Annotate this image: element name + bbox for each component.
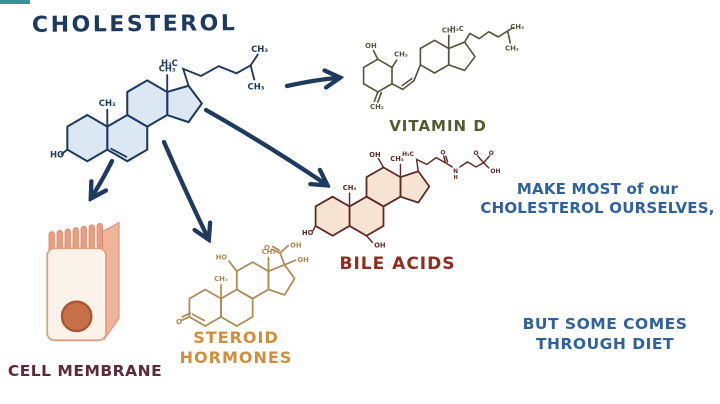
annotation-make-most-line2: CHOLESTEROL OURSELVES,	[480, 198, 715, 217]
atom-label-ch3: CH₃	[442, 27, 456, 35]
bile-acids-structure: HO OH OH CH₃ CH₃ H₃C O N H O O OH	[302, 149, 500, 249]
atom-label-oh: OH	[365, 42, 377, 50]
atom-label-ch3: CH₃	[159, 64, 176, 74]
atom-label-oh: OH	[490, 168, 500, 175]
atom-label-o: O	[264, 244, 270, 252]
bile-acids-label: BILE ACIDS	[339, 254, 456, 274]
arrow-to-cell-membrane	[93, 158, 115, 195]
cholesterol-bonds	[60, 53, 259, 158]
bile-atom-labels: HO OH OH CH₃ CH₃ H₃C O N H O O OH	[302, 149, 500, 249]
atom-label-h: H	[453, 175, 457, 181]
vitamin-d-bonds	[362, 26, 515, 104]
vitamin-d-structure: OH CH₃ CH₂ CH₃ H₃C CH₃ CH₃	[362, 23, 524, 111]
atom-label-h3c: H₃C	[450, 25, 464, 33]
atom-label-ho: HO	[216, 253, 228, 261]
cholesterol-structure: HO CH₃ CH₃ H₃C CH₃ CH₃	[50, 44, 268, 163]
bile-bonds	[312, 155, 491, 244]
atom-label-ch2: CH₂	[370, 103, 384, 111]
atom-label-oh: OH	[374, 242, 386, 250]
steroid-hormones-label-line2: HORMONES	[179, 348, 293, 367]
atom-label-ch3: CH₃	[343, 184, 357, 192]
vitamin-d-label: VITAMIN D	[389, 117, 487, 135]
arrow-to-vitamin-d	[284, 78, 336, 86]
atom-label-o: O	[473, 150, 478, 157]
annotation-make-most-line1: MAKE MOST of our	[516, 180, 679, 198]
steroid-hormones-label-line1: STEROID	[193, 328, 279, 347]
atom-label-o: O	[440, 149, 445, 156]
steroid-hormones-label: STEROID HORMONES	[176, 328, 296, 368]
steroid-atom-labels: O HO CH₃ CH₃ OH O OH	[176, 241, 309, 326]
atom-label-h3c: H₃C	[402, 151, 414, 158]
atom-label-o: O	[489, 150, 494, 157]
arrow-to-bile-acids	[203, 107, 324, 183]
annotation-diet-line2: THROUGH DIET	[535, 334, 675, 353]
bile-rings	[314, 166, 431, 237]
atom-label-ho: HO	[50, 150, 64, 160]
membrane-protein	[60, 300, 93, 333]
atom-label-ch3: CH₃	[390, 155, 404, 163]
player-progress-fragment	[0, 0, 30, 4]
atom-label-ch3: CH₃	[214, 275, 228, 283]
atom-label-oh: OH	[290, 241, 302, 249]
arrow-to-steroid-hormones	[161, 139, 207, 236]
cell-membrane-illustration	[46, 221, 120, 342]
atom-label-ch3: CH₃	[99, 98, 116, 108]
atom-label-ch3: CH₃	[394, 51, 408, 59]
cholesterol-atom-labels: HO CH₃ CH₃ H₃C CH₃ CH₃	[50, 44, 268, 160]
atom-label-ho: HO	[302, 229, 314, 237]
atom-label-ch3: CH₃	[505, 45, 519, 53]
steroid-hormones-structure: O HO CH₃ CH₃ OH O OH	[176, 241, 309, 327]
atom-label-oh: OH	[297, 256, 309, 264]
atom-label-o: O	[176, 317, 182, 326]
atom-label-oh: OH	[369, 151, 381, 159]
annotation-diet-line1: BUT SOME COMES	[522, 315, 688, 333]
atom-label-ch3: CH₃	[248, 81, 265, 91]
cell-membrane-label: CELL MEMBRANE	[7, 362, 163, 380]
annotation-diet: BUT SOME COMES THROUGH DIET	[495, 315, 715, 354]
annotation-make-most: MAKE MOST of our CHOLESTEROL OURSELVES,	[475, 180, 720, 217]
atom-label-ch3: CH₃	[510, 23, 524, 31]
atom-label-h3c: H₃C	[161, 58, 178, 68]
vitamin-d-atom-labels: OH CH₃ CH₂ CH₃ H₃C CH₃ CH₃	[365, 23, 524, 111]
atom-label-n: N	[453, 168, 458, 175]
atom-label-ch3: CH₃	[251, 44, 268, 54]
steroid-bonds	[180, 244, 297, 327]
atom-label-ch3: CH₃	[262, 248, 276, 256]
